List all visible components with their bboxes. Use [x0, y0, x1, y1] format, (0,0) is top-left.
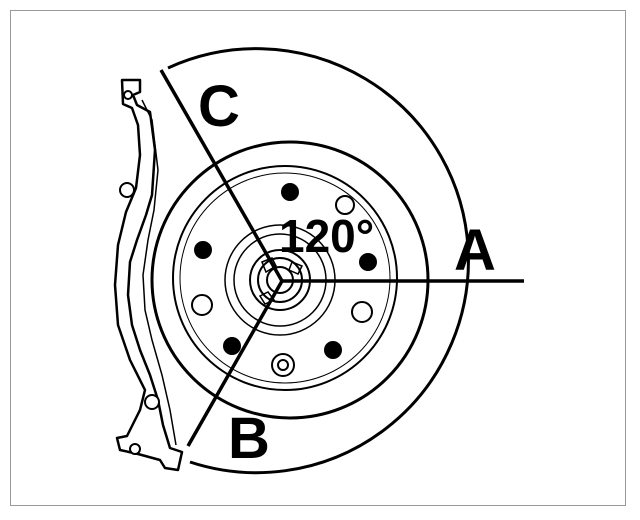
caliper-lug-lower — [129, 443, 141, 455]
wheel-bolt-holes — [191, 183, 377, 377]
caliper-bolt-upper — [119, 182, 135, 198]
bolt-hole-open — [335, 195, 355, 215]
disc-outer-edge — [167, 47, 470, 475]
locating-screw-head — [277, 359, 289, 371]
caliper-inner-edge — [141, 99, 177, 446]
bolt-hole — [281, 183, 299, 201]
bolt-hole — [194, 241, 212, 259]
hub-flange — [172, 165, 398, 391]
caliper-lug-upper — [123, 90, 133, 100]
caliper-bolt-lower — [144, 394, 160, 410]
bolt-hole — [223, 337, 241, 355]
bolt-hole-open — [351, 301, 373, 323]
diagram-frame — [10, 10, 626, 506]
angle-label: 120° — [279, 210, 375, 262]
hub-flange-inner — [179, 172, 391, 384]
label-b: B — [228, 406, 270, 471]
label-a: A — [454, 218, 496, 283]
measurement-line-b — [186, 280, 284, 447]
label-c: C — [198, 74, 240, 139]
measurement-line-c — [159, 69, 284, 282]
bolt-hole — [324, 341, 342, 359]
brake-caliper — [113, 78, 184, 472]
bolt-hole-open — [191, 294, 213, 316]
bolt-hole — [359, 253, 377, 271]
